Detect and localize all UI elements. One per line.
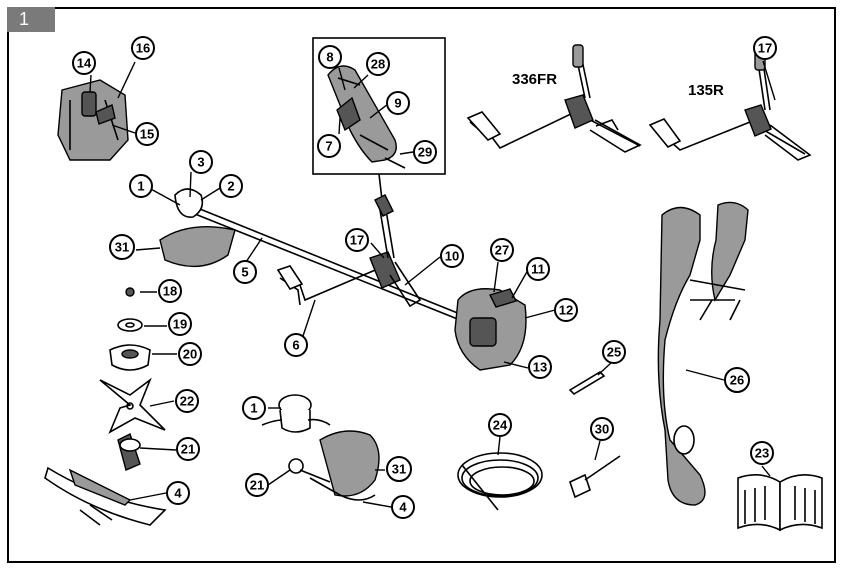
svg-text:7: 7 (325, 139, 332, 154)
svg-text:11: 11 (531, 262, 545, 277)
svg-text:13: 13 (533, 360, 547, 375)
svg-text:4: 4 (399, 500, 407, 515)
svg-text:31: 31 (115, 240, 129, 255)
svg-text:28: 28 (371, 57, 385, 72)
svg-text:17: 17 (350, 233, 364, 248)
svg-text:30: 30 (595, 422, 609, 437)
callout-18: 18 (158, 279, 182, 303)
figure-number-tab: 1 (7, 7, 55, 32)
svg-text:8: 8 (326, 50, 333, 65)
svg-text:19: 19 (173, 317, 187, 332)
svg-text:23: 23 (755, 446, 769, 461)
callout-14: 14 (72, 51, 96, 75)
callout-28: 28 (366, 52, 390, 76)
callout-2: 2 (219, 174, 243, 198)
svg-text:12: 12 (559, 303, 573, 318)
callout-4-head: 4 (391, 495, 415, 519)
callout-27: 27 (490, 238, 514, 262)
callout-17-main: 17 (345, 228, 369, 252)
callout-11: 11 (526, 257, 550, 281)
support-cup-illustration (109, 344, 151, 371)
callout-21-blade: 21 (176, 437, 200, 461)
svg-text:21: 21 (181, 442, 195, 457)
svg-text:14: 14 (77, 56, 92, 71)
callout-29: 29 (413, 140, 437, 164)
svg-text:1: 1 (250, 401, 257, 416)
svg-text:31: 31 (392, 462, 406, 477)
model-135r-handlebar-illustration (648, 47, 812, 161)
callout-22: 22 (175, 389, 199, 413)
svg-text:17: 17 (758, 41, 772, 56)
svg-text:21: 21 (250, 478, 264, 493)
callout-3: 3 (189, 150, 213, 174)
svg-text:26: 26 (730, 373, 744, 388)
callout-25: 25 (602, 340, 626, 364)
callout-30: 30 (590, 417, 614, 441)
model-label-336fr: 336FR (512, 71, 557, 88)
callout-1-main: 1 (129, 174, 153, 198)
svg-text:9: 9 (394, 96, 401, 111)
operators-manual-illustration (737, 474, 823, 532)
callout-6: 6 (284, 333, 308, 357)
callout-31-head: 31 (386, 456, 412, 482)
screwdriver-illustration (568, 370, 606, 396)
leader-lines (89, 60, 776, 508)
blade-guard-assembly-illustration (44, 433, 167, 526)
svg-text:29: 29 (418, 145, 432, 160)
svg-text:4: 4 (174, 486, 182, 501)
svg-text:24: 24 (493, 418, 508, 433)
callout-31-main: 31 (109, 234, 135, 260)
washer-illustration (117, 318, 143, 332)
harness-illustration (657, 201, 749, 506)
model-label-135r: 135R (688, 82, 724, 99)
svg-text:2: 2 (227, 179, 234, 194)
callout-24: 24 (488, 413, 512, 437)
callout-12: 12 (554, 298, 578, 322)
svg-text:6: 6 (292, 338, 299, 353)
svg-text:27: 27 (495, 243, 509, 258)
svg-text:3: 3 (197, 155, 204, 170)
trimmer-head-assembly-illustration (261, 394, 380, 501)
svg-text:18: 18 (163, 284, 177, 299)
callout-17-top-right: 17 (753, 36, 777, 60)
callout-13: 13 (528, 355, 552, 379)
spark-plug-wrench-illustration (569, 455, 621, 499)
svg-text:5: 5 (241, 265, 248, 280)
callout-15: 15 (135, 122, 159, 146)
callout-21-head: 21 (245, 473, 269, 497)
svg-text:16: 16 (136, 41, 150, 56)
engine-closeup-illustration (57, 79, 129, 161)
nut-illustration (125, 287, 135, 297)
callout-5: 5 (233, 260, 257, 284)
svg-text:25: 25 (607, 345, 621, 360)
callout-4-blade: 4 (166, 481, 190, 505)
callout-26: 26 (724, 367, 750, 393)
callout-19: 19 (168, 312, 192, 336)
main-trimmer-illustration (159, 188, 527, 371)
trimmer-line-coil-illustration (457, 452, 543, 511)
callout-23: 23 (750, 441, 774, 465)
callout-9: 9 (386, 91, 410, 115)
callout-16: 16 (131, 36, 155, 60)
callout-10: 10 (440, 244, 464, 268)
svg-text:20: 20 (183, 347, 197, 362)
svg-text:10: 10 (445, 249, 459, 264)
callout-20: 20 (178, 342, 202, 366)
svg-text:1: 1 (137, 179, 144, 194)
callout-1-head: 1 (242, 396, 266, 420)
callout-8: 8 (318, 45, 342, 69)
grass-blade-illustration (99, 377, 166, 434)
svg-text:22: 22 (180, 394, 194, 409)
model-336fr-handlebar-illustration (466, 44, 642, 153)
svg-text:15: 15 (140, 127, 154, 142)
callout-7: 7 (317, 134, 341, 158)
